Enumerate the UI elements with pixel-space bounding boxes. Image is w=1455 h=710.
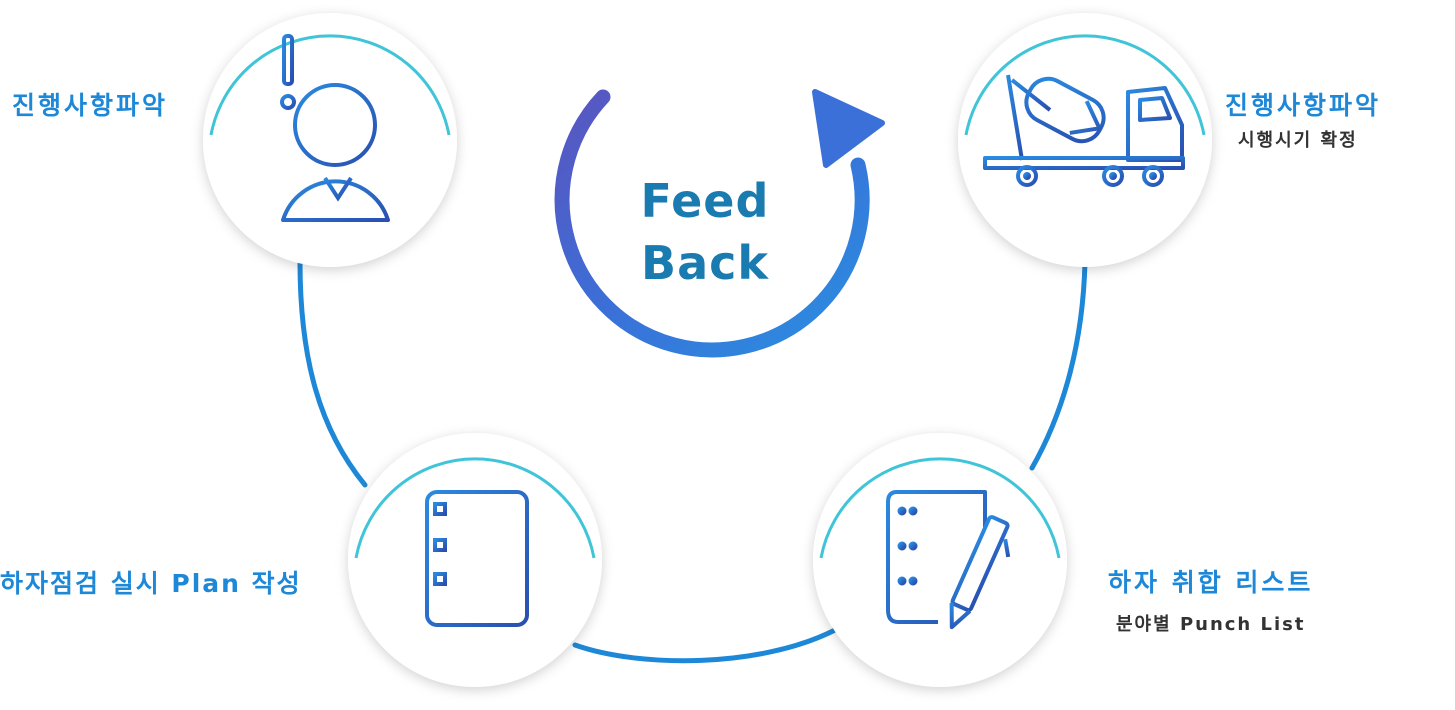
cycle-line	[297, 259, 1088, 664]
server-list-icon	[425, 490, 529, 627]
bottom-right-subtitle: 분야별 Punch List	[1116, 614, 1306, 635]
top-left-title: 진행사항파악	[12, 91, 169, 120]
feedback-label-line1: Feed	[640, 174, 770, 228]
checklist-pen-icon	[886, 490, 1011, 630]
feedback-label-line2: Back	[641, 236, 769, 290]
node-top-left	[203, 13, 457, 267]
node-bottom-left	[348, 433, 602, 687]
node-bottom-right	[813, 433, 1067, 687]
person-alert-icon	[280, 34, 390, 222]
concrete-mixer-truck-icon	[983, 74, 1185, 187]
node-top-right	[958, 13, 1212, 267]
feedback-arrow	[554, 89, 885, 358]
top-right-subtitle: 시행시기 확정	[1238, 130, 1358, 151]
bottom-right-title: 하자 취합 리스트	[1108, 568, 1314, 597]
top-right-title: 진행사항파악	[1225, 91, 1382, 120]
bottom-left-title: 하자점검 실시 Plan 작성	[0, 569, 302, 598]
